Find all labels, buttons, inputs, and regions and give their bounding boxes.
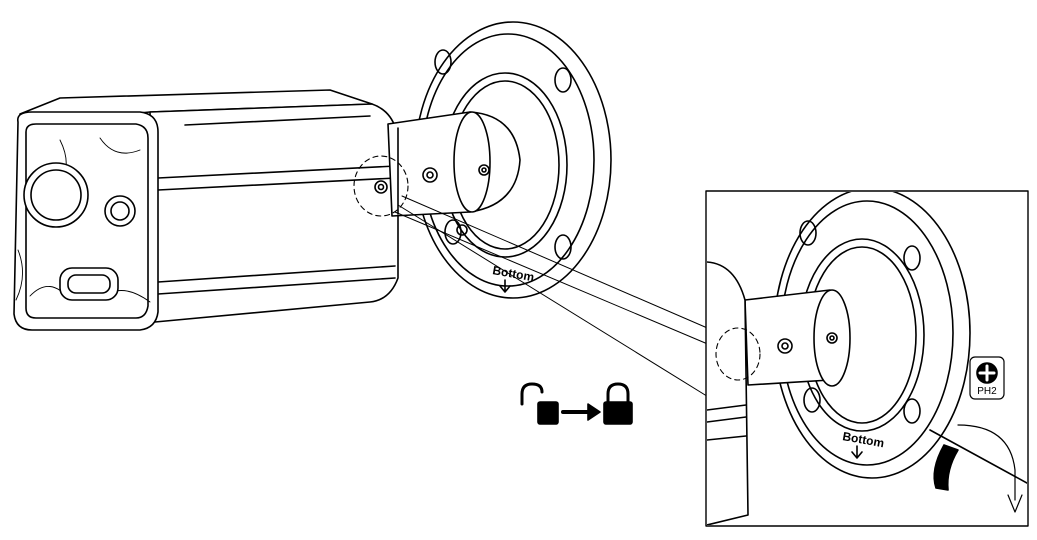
- mount-arm: [374, 111, 521, 236]
- arrow-right-icon: [561, 403, 601, 421]
- ph2-label: PH2: [977, 386, 997, 397]
- mount-base-plate: Bottom: [414, 21, 612, 299]
- phillips-screwdriver-icon: [969, 356, 1005, 400]
- callout-circle: [353, 155, 409, 217]
- lock-screw: [374, 180, 388, 194]
- down-arrow-icon: [499, 279, 511, 293]
- down-arrow-icon: [851, 445, 863, 459]
- adjust-screw: [422, 167, 438, 183]
- detail-inset: Bottom: [705, 190, 1029, 527]
- padlock-closed-icon: [603, 382, 633, 425]
- screwdriver: [929, 424, 1027, 513]
- camera-body: [13, 89, 399, 331]
- padlock-open-icon: [520, 382, 559, 425]
- callout-leader-lines: [394, 195, 713, 399]
